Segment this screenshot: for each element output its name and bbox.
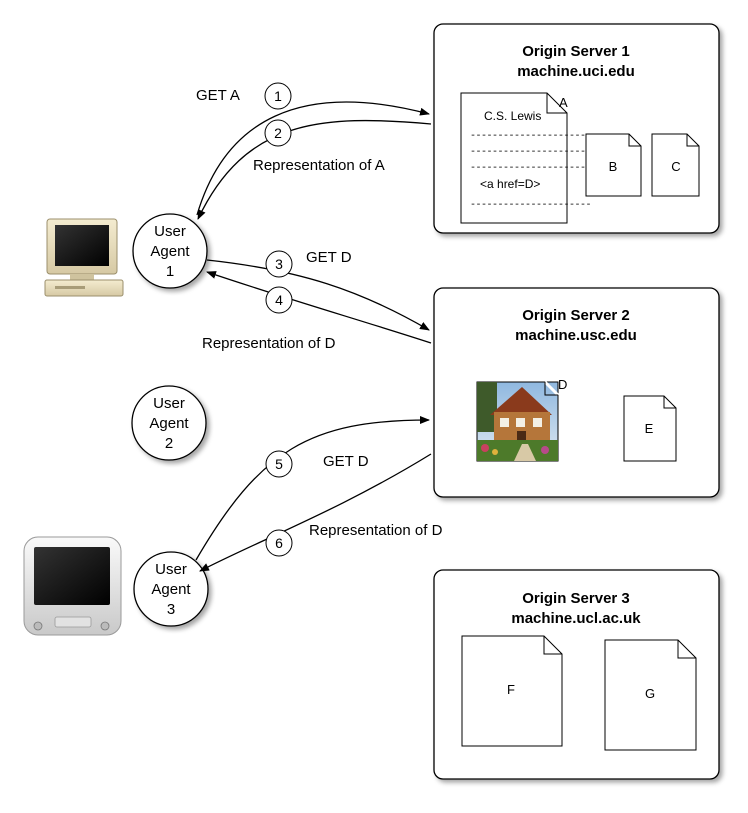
arrow-6	[199, 453, 432, 572]
user-agent-2-line-3: 2	[165, 435, 173, 452]
document-e-letter: E	[645, 421, 654, 436]
arrow-3	[206, 259, 430, 331]
document-b-letter: B	[609, 159, 618, 174]
step-2: 2	[264, 119, 292, 147]
server-1-title: Origin Server 1	[522, 43, 630, 60]
server-1-host: machine.uci.edu	[517, 63, 635, 80]
document-a-letter: A	[559, 95, 568, 110]
document-g-letter: G	[645, 686, 655, 701]
step-1: 1	[264, 82, 292, 110]
origin-server-1-box: Origin Server 1 machine.uci.edu A C.S. L…	[433, 23, 720, 234]
document-b: B	[585, 133, 642, 197]
step-4-label: Representation of D	[202, 335, 336, 352]
user-agent-3: User Agent 3	[133, 551, 209, 627]
document-c: C	[651, 133, 700, 197]
step-6-number: 6	[275, 535, 283, 551]
user-agent-2-line-2: Agent	[149, 415, 189, 432]
origin-server-3-box: Origin Server 3 machine.ucl.ac.uk F G	[433, 569, 720, 780]
document-e: E	[623, 395, 677, 462]
step-5: 5	[265, 450, 293, 478]
document-f-letter: F	[507, 682, 515, 697]
document-f: F	[461, 635, 563, 747]
step-2-number: 2	[274, 125, 282, 141]
step-4: 4	[265, 286, 293, 314]
user-agent-3-line-2: Agent	[151, 581, 191, 598]
step-4-number: 4	[275, 292, 283, 308]
server-2-title: Origin Server 2	[522, 307, 630, 324]
step-6: 6	[265, 529, 293, 557]
document-a-line-3: ----------------------	[470, 163, 591, 174]
server-2-host: machine.usc.edu	[515, 327, 637, 344]
step-3: 3	[265, 250, 293, 278]
document-a-line-4: ----------------------	[470, 200, 591, 211]
arrow-5	[195, 416, 430, 561]
user-agent-2-line-1: User	[153, 395, 185, 412]
user-agent-1-line-1: User	[154, 223, 186, 240]
document-d: D	[476, 377, 567, 462]
user-agent-1-line-3: 1	[166, 263, 174, 280]
step-2-label: Representation of A	[253, 157, 385, 174]
step-3-label: GET D	[306, 249, 352, 266]
user-agent-3-line-3: 3	[167, 601, 175, 618]
user-agent-1: User Agent 1	[132, 213, 208, 289]
document-a-author: C.S. Lewis	[484, 109, 541, 123]
document-a: A C.S. Lewis ---------------------- ----…	[460, 92, 592, 224]
server-3-title: Origin Server 3	[522, 590, 630, 607]
user-agent-3-line-1: User	[155, 561, 187, 578]
document-a-link: <a href=D>	[480, 177, 540, 191]
house-photo-icon	[476, 380, 560, 462]
emac-computer-icon	[23, 536, 122, 636]
step-1-label: GET A	[196, 87, 240, 104]
desktop-computer-icon	[44, 218, 124, 297]
step-5-number: 5	[275, 456, 283, 472]
step-6-label: Representation of D	[309, 522, 443, 539]
server-3-host: machine.ucl.ac.uk	[511, 610, 641, 627]
arrow-1	[196, 101, 430, 216]
origin-server-2-box: Origin Server 2 machine.usc.edu	[433, 287, 720, 498]
step-3-number: 3	[275, 256, 283, 272]
user-agent-2: User Agent 2	[131, 385, 207, 461]
document-a-line-1: ----------------------	[470, 131, 591, 142]
document-d-letter: D	[558, 377, 567, 392]
arrow-4	[206, 271, 432, 344]
document-c-letter: C	[671, 159, 680, 174]
document-g: G	[604, 639, 697, 751]
document-a-line-2: ----------------------	[470, 147, 591, 158]
step-5-label: GET D	[323, 453, 369, 470]
user-agent-1-line-2: Agent	[150, 243, 190, 260]
step-1-number: 1	[274, 88, 282, 104]
